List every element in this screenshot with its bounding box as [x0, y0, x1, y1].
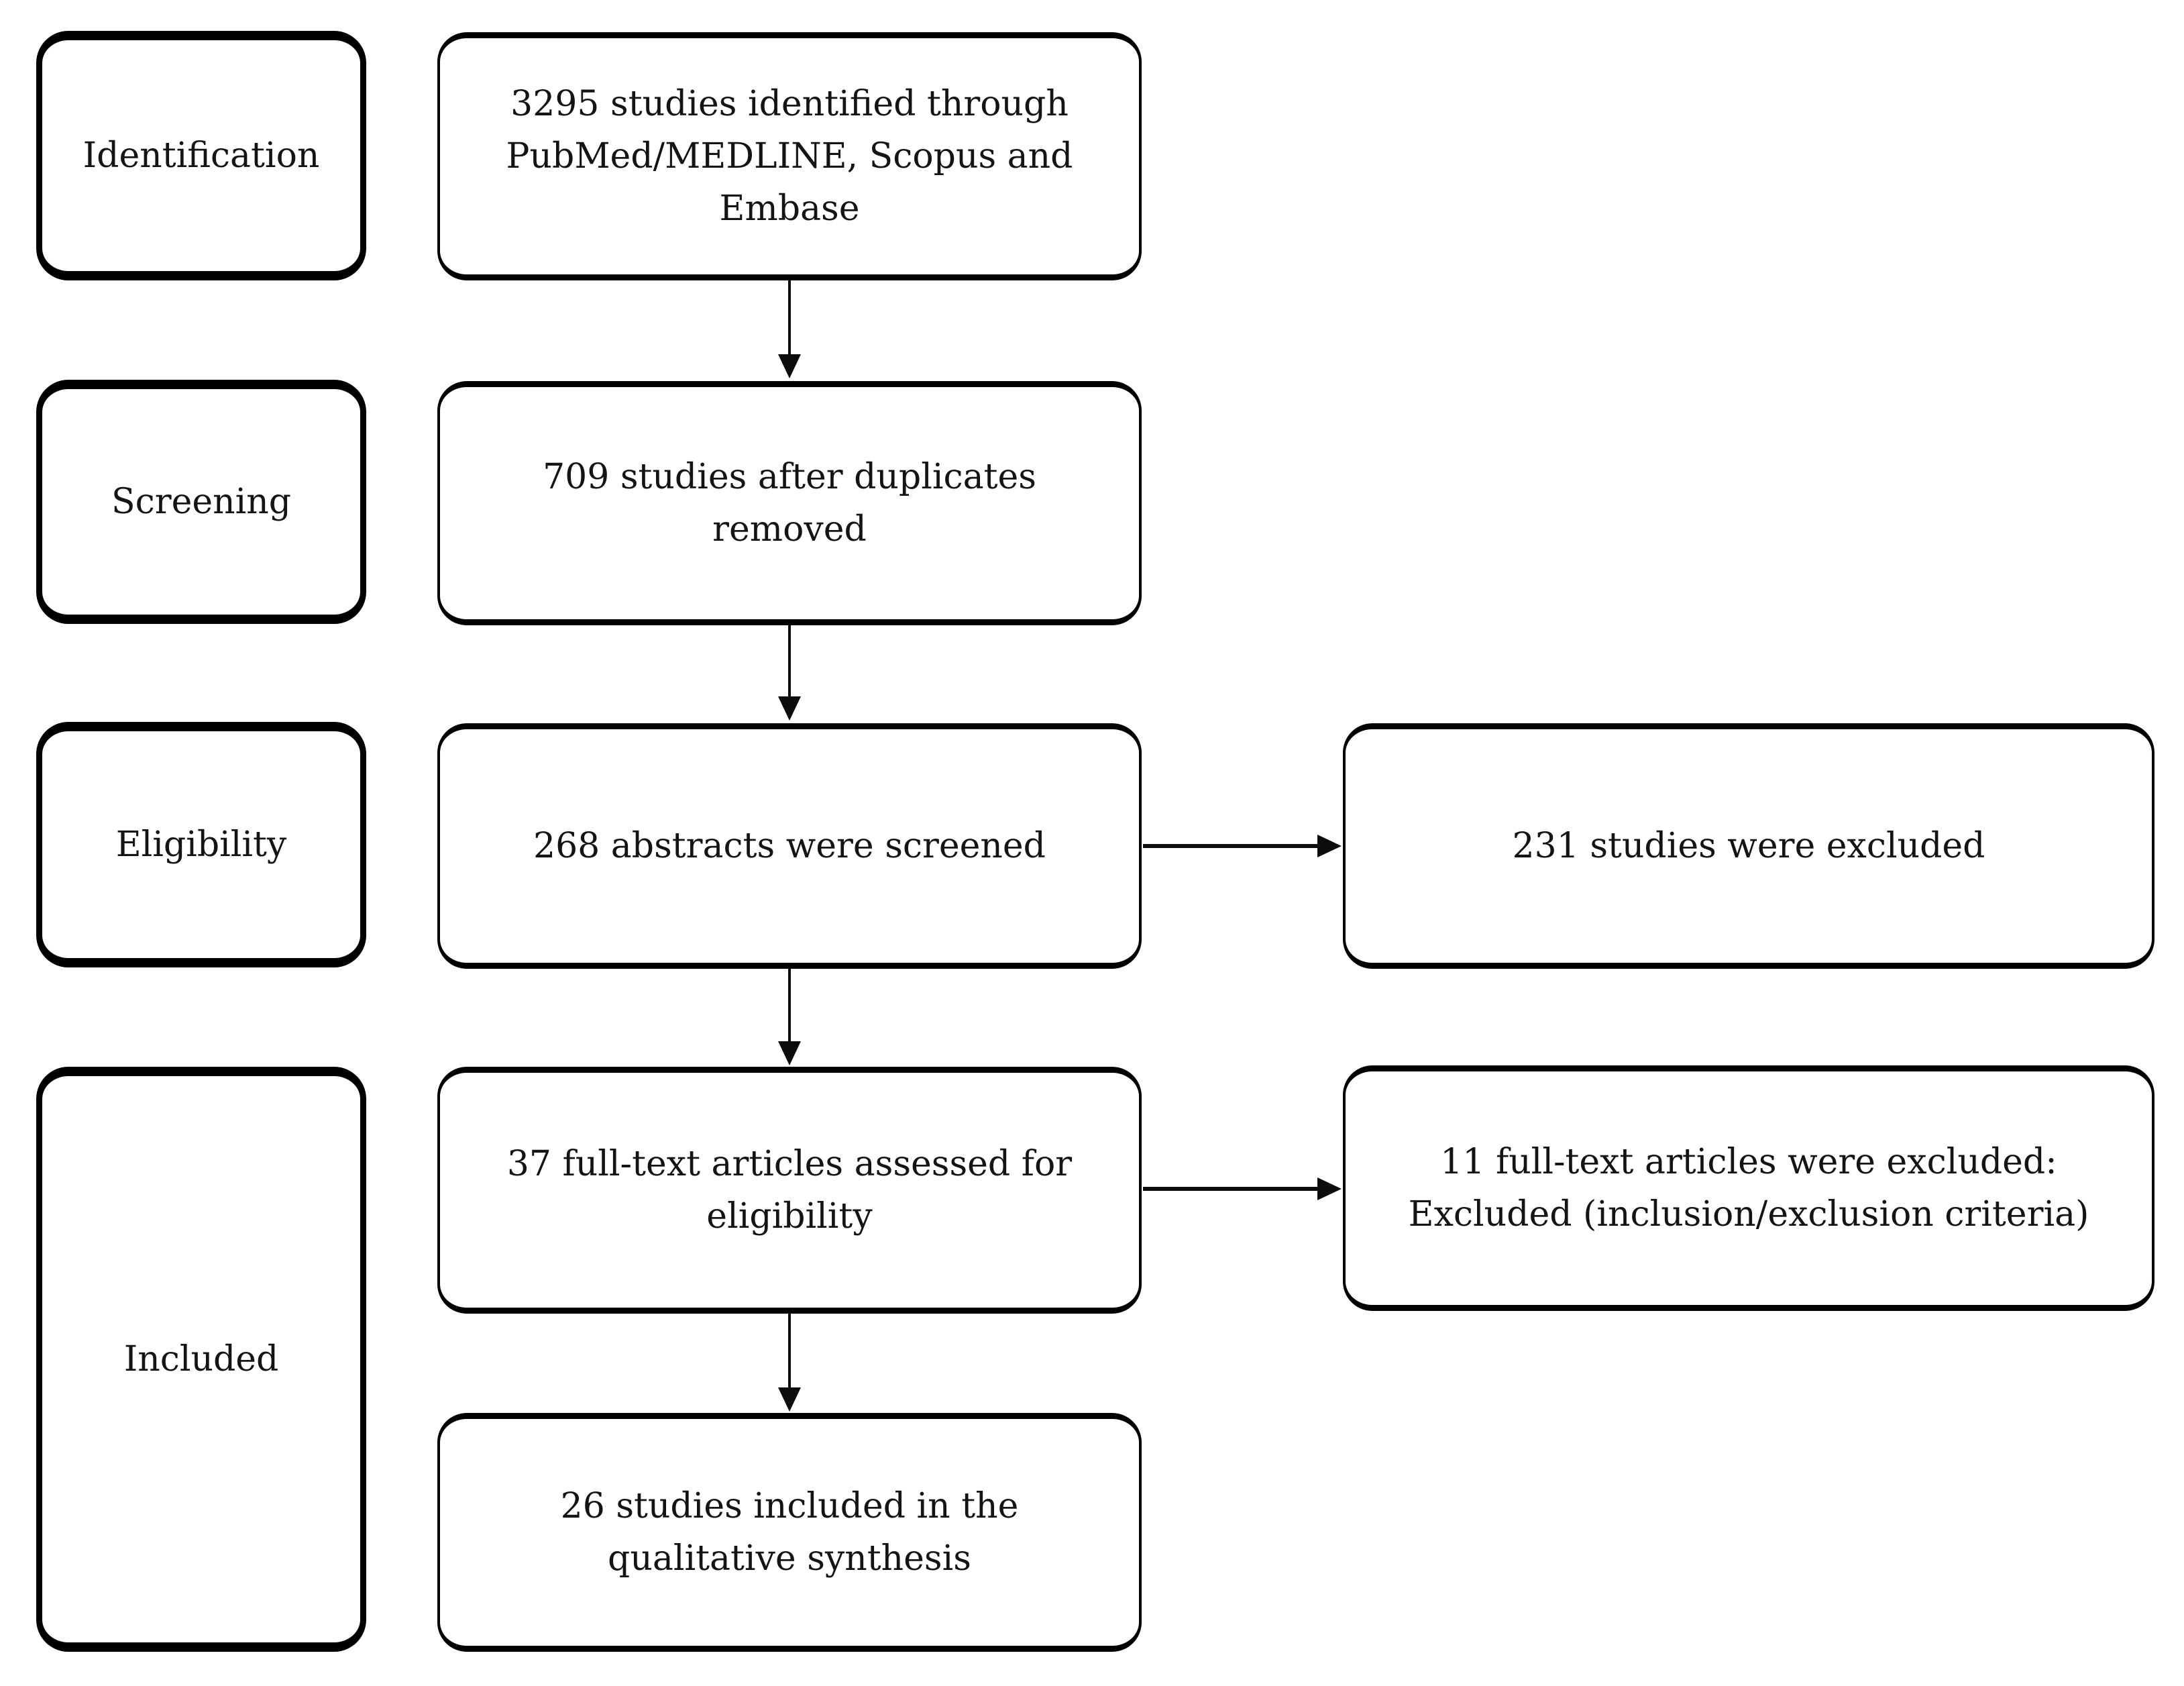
flow-text-line: 268 abstracts were screened — [533, 826, 1046, 866]
arrow-down-3-line — [788, 969, 791, 1043]
arrow-right-1-head — [1317, 835, 1342, 857]
exclusion-box-studies-excluded: 231 studies were excluded — [1343, 723, 2154, 969]
arrow-down-4-head — [778, 1387, 801, 1412]
arrow-down-1-head — [778, 354, 801, 378]
flow-text-line: qualitative synthesis — [608, 1538, 971, 1579]
exclusion-box-fulltext-excluded-text: 11 full-text articles were excluded: Exc… — [1409, 1136, 2089, 1241]
flow-text-line: removed — [712, 509, 867, 549]
flow-text-line: 26 studies included in the — [560, 1486, 1019, 1526]
stage-box-included: Included — [36, 1067, 366, 1652]
flow-text-line: 37 full-text articles assessed for — [506, 1144, 1073, 1184]
stage-box-identification: Identification — [36, 31, 366, 280]
flow-box-fulltext-assessed: 37 full-text articles assessed for eligi… — [437, 1067, 1142, 1314]
arrow-down-4-line — [788, 1314, 791, 1389]
arrow-right-2-head — [1317, 1177, 1342, 1200]
flow-box-qualitative-synthesis: 26 studies included in the qualitative s… — [437, 1413, 1142, 1652]
flow-box-fulltext-assessed-text: 37 full-text articles assessed for eligi… — [507, 1138, 1072, 1243]
stage-label-included: Included — [123, 1339, 279, 1379]
stage-label-screening: Screening — [111, 482, 292, 522]
arrow-down-1-line — [788, 280, 791, 356]
arrow-down-2-head — [778, 696, 801, 721]
flow-text-line: 3295 studies identified through — [510, 84, 1069, 124]
flow-box-duplicates-removed: 709 studies after duplicates removed — [437, 381, 1142, 625]
stage-label-identification: Identification — [83, 136, 320, 176]
exclusion-box-studies-excluded-text: 231 studies were excluded — [1513, 820, 1985, 872]
arrow-down-3-head — [778, 1041, 801, 1065]
flow-box-qualitative-synthesis-text: 26 studies included in the qualitative s… — [561, 1480, 1019, 1585]
flow-text-line: 231 studies were excluded — [1512, 826, 1985, 866]
flow-text-line: PubMed/MEDLINE, Scopus and — [506, 136, 1073, 176]
arrow-right-2-line — [1143, 1187, 1319, 1191]
stage-label-eligibility: Eligibility — [115, 825, 287, 865]
flow-text-line: 11 full-text articles were excluded: — [1440, 1142, 2057, 1182]
stage-box-screening: Screening — [36, 380, 366, 624]
arrow-right-1-line — [1143, 844, 1319, 848]
flow-text-line: Excluded (inclusion/exclusion criteria) — [1408, 1194, 2089, 1234]
flow-box-studies-identified-text: 3295 studies identified through PubMed/M… — [506, 78, 1073, 235]
flow-box-abstracts-screened-text: 268 abstracts were screened — [533, 820, 1046, 872]
flow-text-line: 709 studies after duplicates — [543, 457, 1036, 497]
arrow-down-2-line — [788, 625, 791, 698]
flow-box-duplicates-removed-text: 709 studies after duplicates removed — [543, 451, 1036, 556]
flow-text-line: Embase — [719, 189, 860, 229]
flow-text-line: eligibility — [706, 1196, 873, 1236]
exclusion-box-fulltext-excluded: 11 full-text articles were excluded: Exc… — [1343, 1065, 2154, 1311]
flow-box-studies-identified: 3295 studies identified through PubMed/M… — [437, 32, 1142, 280]
stage-box-eligibility: Eligibility — [36, 722, 366, 967]
flow-box-abstracts-screened: 268 abstracts were screened — [437, 723, 1142, 969]
